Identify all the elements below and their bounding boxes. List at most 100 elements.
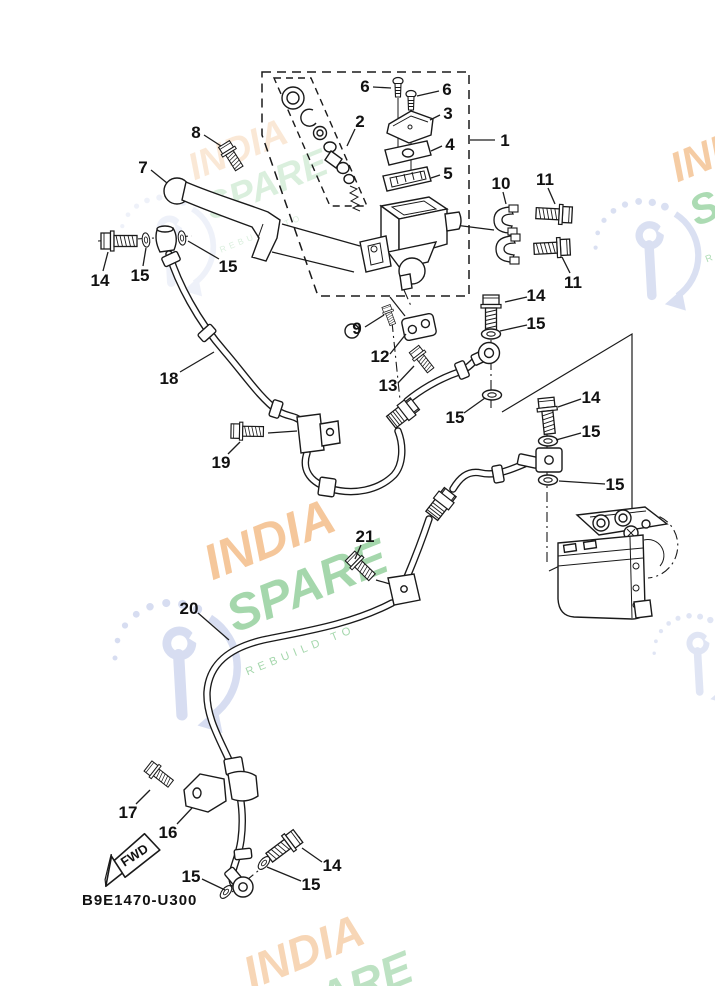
callout-label-17: 17 <box>119 803 138 822</box>
callout-leader <box>504 296 528 303</box>
bracket-bolt <box>407 343 438 376</box>
wrench-icon <box>162 626 207 721</box>
union-washer-caliper-2 <box>217 883 235 901</box>
callout-label-13: 13 <box>379 376 398 395</box>
callout-label-18: 18 <box>160 369 179 388</box>
callout-label-8: 8 <box>191 123 200 142</box>
callout-label-14: 14 <box>91 271 110 290</box>
callout-leader <box>203 134 222 147</box>
callout-label-15: 15 <box>302 875 321 894</box>
callout-label-15: 15 <box>582 422 601 441</box>
callout-label-15: 15 <box>446 408 465 427</box>
union-washer-caliper-1 <box>255 854 273 872</box>
wrench-icon <box>635 221 673 301</box>
callout-label-14: 14 <box>582 388 601 407</box>
callout-leader <box>227 441 241 455</box>
callout-label-2: 2 <box>355 112 364 131</box>
callout-label-6: 6 <box>360 77 369 96</box>
hose-joint-bracket <box>267 413 341 454</box>
callout-leader <box>102 251 109 272</box>
master-cylinder-body <box>359 196 462 291</box>
hose2-joint-block <box>375 573 421 606</box>
callout-leader <box>150 169 168 184</box>
callout-label-16: 16 <box>159 823 178 842</box>
handlebar-clamp-lower <box>495 233 521 265</box>
hose1-banjo-eye <box>470 341 501 366</box>
mc-banjo-bolt <box>100 230 138 252</box>
callout-leader <box>201 878 226 891</box>
union-bolt-upper <box>480 294 502 332</box>
hose2-banjo-block <box>516 447 563 473</box>
master-cylinder-assembly-box <box>261 71 470 297</box>
part-code: B9E1470-U300 <box>82 892 197 909</box>
clamp-bolt-lower <box>532 236 572 260</box>
callout-leader <box>502 191 507 205</box>
callout-label-15: 15 <box>606 475 625 494</box>
callout-leader <box>555 432 582 441</box>
callout-leader <box>429 114 441 121</box>
callout-leader <box>187 240 220 260</box>
hose-mount-bracket <box>401 312 437 342</box>
callout-leader <box>179 351 215 373</box>
abs-hydraulic-unit <box>557 506 679 620</box>
callout-leader <box>354 544 362 560</box>
brake-hose-2 <box>203 456 538 887</box>
joint-bolt <box>230 421 265 442</box>
callout-leader <box>557 398 582 408</box>
callout-label-7: 7 <box>138 158 147 177</box>
union-bolt-abs <box>535 396 561 436</box>
callout-leader <box>142 247 147 267</box>
callout-leader <box>430 145 443 152</box>
hose1-bulkhead-fitting <box>384 395 422 431</box>
mc-banjo-washer-1 <box>140 231 152 249</box>
callout-leader <box>197 612 230 641</box>
callout-label-9: 9 <box>352 319 361 338</box>
callout-leader <box>346 128 356 147</box>
callout-leader <box>372 86 392 89</box>
callout-label-14: 14 <box>527 286 546 305</box>
callout-label-15: 15 <box>131 266 150 285</box>
callout-label-15: 15 <box>219 257 238 276</box>
union-washer-abs-1 <box>537 435 559 447</box>
callout-leader <box>416 90 440 97</box>
callout-leader <box>430 174 441 179</box>
callout-leader <box>389 333 407 355</box>
callout-leader <box>266 866 302 882</box>
callout-label-14: 14 <box>323 856 342 875</box>
wrench-icon <box>686 631 715 696</box>
clamp-screw <box>142 759 177 791</box>
callout-leader <box>463 397 486 414</box>
callout-leader <box>558 480 606 485</box>
callout-leader <box>397 365 415 384</box>
callout-label-12: 12 <box>371 347 390 366</box>
cylinder-repair-kit <box>281 86 361 212</box>
union-washer-upper-1 <box>480 328 502 340</box>
reservoir-cap <box>386 110 434 144</box>
reservoir-diaphragm <box>382 166 432 192</box>
callout-label-21: 21 <box>356 527 375 546</box>
callout-leader <box>499 324 528 332</box>
callout-leader <box>561 256 571 274</box>
fwd-arrow: FWD <box>104 832 161 888</box>
diaphragm-plate <box>384 140 432 166</box>
clamp-bolt-upper <box>534 202 574 226</box>
callout-label-10: 10 <box>492 174 511 193</box>
callout-leader <box>364 314 385 328</box>
callout-label-5: 5 <box>443 164 452 183</box>
mc-banjo-washer-2 <box>176 229 188 247</box>
callout-label-20: 20 <box>180 599 199 618</box>
callout-leader <box>176 807 193 825</box>
callout-label-19: 19 <box>212 453 231 472</box>
watermark-line1: INDIA <box>663 104 715 190</box>
callout-label-6: 6 <box>442 80 451 99</box>
callout-label-4: 4 <box>445 135 455 154</box>
watermark-line1: INDIA <box>709 538 715 608</box>
hose-crimp-sleeves <box>161 250 505 861</box>
callout-label-1: 1 <box>500 131 509 150</box>
brake-lever <box>163 177 281 262</box>
